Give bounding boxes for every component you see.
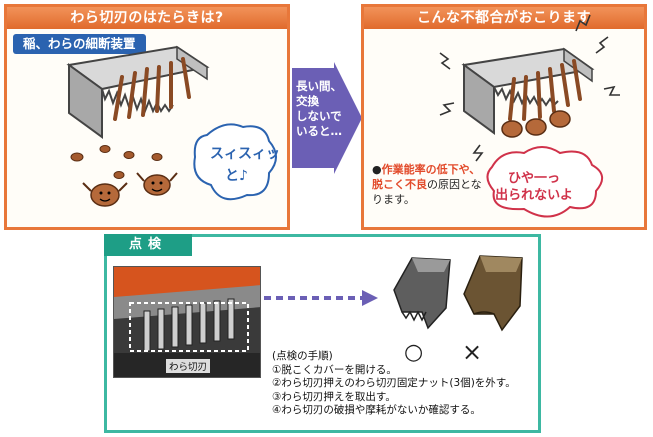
panic-line-2: 出られないよ xyxy=(495,188,573,203)
panic-line-1: ひや一っ xyxy=(507,171,560,186)
photo-label: わら切刃 xyxy=(166,359,211,373)
inspection-steps: (点検の手順) ①脱こくカバーを開ける。 ②わら切刃押えのわら切刃固定ナット(3… xyxy=(272,350,516,418)
clogged-cutter-illustration xyxy=(439,14,620,218)
arrow-line: 長い間、 xyxy=(296,79,342,93)
dashed-arrow-icon xyxy=(264,290,378,306)
bullet: ● xyxy=(372,163,382,176)
panel-title: わら切刃のはたらきは? xyxy=(7,7,287,29)
normal-operation-panel: わら切刃のはたらきは? 稲、わらの細断装置 xyxy=(4,4,290,230)
device-tag: 稲、わらの細断装置 xyxy=(13,34,146,54)
worn-blade xyxy=(463,255,523,332)
ng-mark: × xyxy=(462,338,483,366)
panic-bubble-text: ひや一っ 出られないよ xyxy=(488,170,580,204)
problem-panel: こんな不都合がおこります xyxy=(361,4,647,230)
arrow-line: しないで xyxy=(296,109,342,123)
good-blade xyxy=(393,257,451,330)
arrow-line: いると… xyxy=(296,124,342,138)
cutter-illustration xyxy=(66,45,277,207)
panel-title: こんな不都合がおこります xyxy=(364,7,644,29)
steps-title: (点検の手順) xyxy=(272,350,333,362)
step-item: ③わら切刃押えを取出す。 xyxy=(272,390,396,403)
step-item: ②わら切刃押えのわら切刃固定ナット(3個)を外す。 xyxy=(272,377,516,389)
effect-tail: の原因となります。 xyxy=(372,178,482,206)
bubble-line-1: スィスィッ xyxy=(210,146,280,162)
ok-mark: ○ xyxy=(404,340,424,365)
step-item: ①脱こくカバーを開ける。 xyxy=(272,363,397,376)
inspection-tab: 点検 xyxy=(104,234,192,256)
arrow-line: 交換 xyxy=(296,94,319,108)
bubble-line-2: と♪ xyxy=(225,168,248,184)
effect-description: ●作業能率の低下や、脱こく不良の原因となります。 xyxy=(372,162,488,207)
arrow-caption: 長い間、 交換 しないで いると… xyxy=(296,79,350,139)
step-item: ④わら切刃の破損や摩耗がないか確認する。 xyxy=(272,404,481,416)
effect-highlight: 作業能率の低下や、脱こく不良 xyxy=(372,163,481,191)
blade-comparison-illustration xyxy=(393,255,523,332)
arrow-right-icon xyxy=(292,62,362,174)
